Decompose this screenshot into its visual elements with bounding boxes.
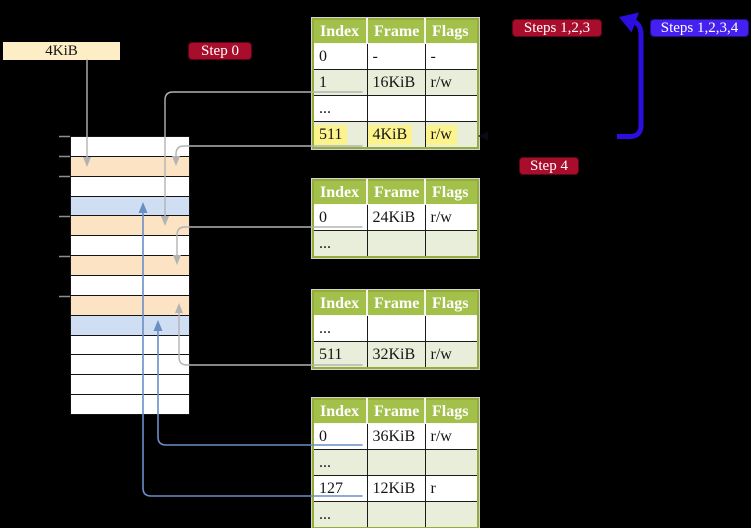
- table-header-row: Index Frame Flags: [313, 291, 478, 316]
- cell-flags: r/w: [424, 341, 478, 368]
- memory-column: [70, 136, 190, 415]
- step4-badge: Step 4: [519, 157, 579, 175]
- table-row: 1 16KiB r/w: [313, 69, 478, 96]
- highlight: 4KiB: [367, 124, 413, 145]
- cell-flags: r/w: [424, 204, 478, 231]
- cell-index: ...: [313, 501, 367, 528]
- cell-index: 0: [313, 43, 367, 70]
- cell-frame: 12KiB: [366, 475, 425, 502]
- loop-back-black-arrow: [478, 131, 617, 141]
- col-header-index: Index: [313, 19, 367, 44]
- col-header-frame: Frame: [366, 399, 425, 424]
- col-header-frame: Frame: [366, 291, 425, 316]
- table-header-row: Index Frame Flags: [313, 180, 478, 205]
- memory-tick-marks: [59, 135, 70, 298]
- memory-row-blue: [71, 196, 189, 217]
- cell-flags: [424, 501, 478, 528]
- memory-row-blue: [71, 315, 189, 336]
- step0-badge: Step 0: [188, 42, 252, 60]
- cell-index: 0: [313, 423, 367, 450]
- cell-flags: [424, 315, 478, 342]
- cell-flags: r/w: [424, 69, 478, 96]
- col-header-index: Index: [313, 399, 367, 424]
- memory-row-white: [71, 335, 189, 356]
- col-header-flags: Flags: [424, 399, 478, 424]
- table-row: 127 12KiB r: [313, 475, 478, 502]
- cell-flags: r/w: [424, 423, 478, 450]
- cell-frame: 36KiB: [366, 423, 425, 450]
- table-row: 511 32KiB r/w: [313, 341, 478, 368]
- connector-table1-row511-to-memory: [172, 145, 363, 166]
- memory-row-white: [71, 236, 189, 257]
- highlight: 511: [314, 124, 348, 145]
- memory-row-white: [71, 355, 189, 376]
- memory-row-white: [71, 137, 189, 157]
- memory-row-white: [71, 395, 189, 415]
- memory-row-white: [71, 176, 189, 197]
- cell-index: ...: [313, 315, 367, 342]
- cell-frame: [366, 315, 425, 342]
- cell-frame: 32KiB: [366, 341, 425, 368]
- table-header-row: Index Frame Flags: [313, 19, 478, 44]
- cell-flags: [424, 230, 478, 257]
- col-header-flags: Flags: [424, 291, 478, 316]
- cell-frame: [366, 230, 425, 257]
- cell-index: ...: [313, 230, 367, 257]
- cell-frame: [366, 449, 425, 476]
- cell-index: ...: [313, 449, 367, 476]
- cell-flags: [424, 95, 478, 122]
- cell-index: 511: [313, 121, 367, 148]
- table-header-row: Index Frame Flags: [313, 399, 478, 424]
- memory-row-orange: [71, 256, 189, 277]
- cell-index: ...: [313, 95, 367, 122]
- cell-flags: r: [424, 475, 478, 502]
- cell-index: 511: [313, 341, 367, 368]
- cell-frame: [366, 501, 425, 528]
- table-row-highlighted: 511 4KiB r/w: [313, 121, 478, 148]
- col-header-frame: Frame: [366, 180, 425, 205]
- col-header-index: Index: [313, 180, 367, 205]
- col-header-frame: Frame: [366, 19, 425, 44]
- cell-index: 127: [313, 475, 367, 502]
- col-header-flags: Flags: [424, 19, 478, 44]
- table-row: 0 - -: [313, 43, 478, 70]
- table-row: ...: [313, 230, 478, 257]
- col-header-index: Index: [313, 291, 367, 316]
- cell-frame: -: [366, 43, 425, 70]
- cell-frame: 24KiB: [366, 204, 425, 231]
- steps1234-badge: Steps 1,2,3,4: [650, 19, 749, 37]
- table-row: ...: [313, 315, 478, 342]
- cell-flags: -: [424, 43, 478, 70]
- loop-blue-arrow: [617, 12, 644, 139]
- memory-row-white: [71, 375, 189, 396]
- page-table-3: Index Frame Flags ... 511 32KiB r/w: [312, 290, 479, 369]
- cell-frame: 4KiB: [366, 121, 425, 148]
- cell-flags: r/w: [424, 121, 478, 148]
- page-table-4: Index Frame Flags 0 36KiB r/w ... 127 12…: [312, 398, 479, 528]
- memory-row-white: [71, 276, 189, 296]
- memory-row-orange: [71, 216, 189, 237]
- cell-index: 1: [313, 69, 367, 96]
- cell-flags: [424, 449, 478, 476]
- cell-frame: [366, 95, 425, 122]
- highlight: r/w: [425, 124, 457, 145]
- steps123-badge: Steps 1,2,3: [512, 19, 602, 37]
- cell-index: 0: [313, 204, 367, 231]
- memory-row-orange: [71, 156, 189, 177]
- table-row: ...: [313, 501, 478, 528]
- table-row: 0 36KiB r/w: [313, 423, 478, 450]
- table-row: 0 24KiB r/w: [313, 204, 478, 231]
- col-header-flags: Flags: [424, 180, 478, 205]
- memory-row-orange: [71, 295, 189, 316]
- page-size-label: 4KiB: [3, 42, 120, 60]
- page-table-2: Index Frame Flags 0 24KiB r/w ...: [312, 179, 479, 258]
- table-row: ...: [313, 95, 478, 122]
- cell-frame: 16KiB: [366, 69, 425, 96]
- table-row: ...: [313, 449, 478, 476]
- page-table-1: Index Frame Flags 0 - - 1 16KiB r/w ... …: [312, 18, 479, 149]
